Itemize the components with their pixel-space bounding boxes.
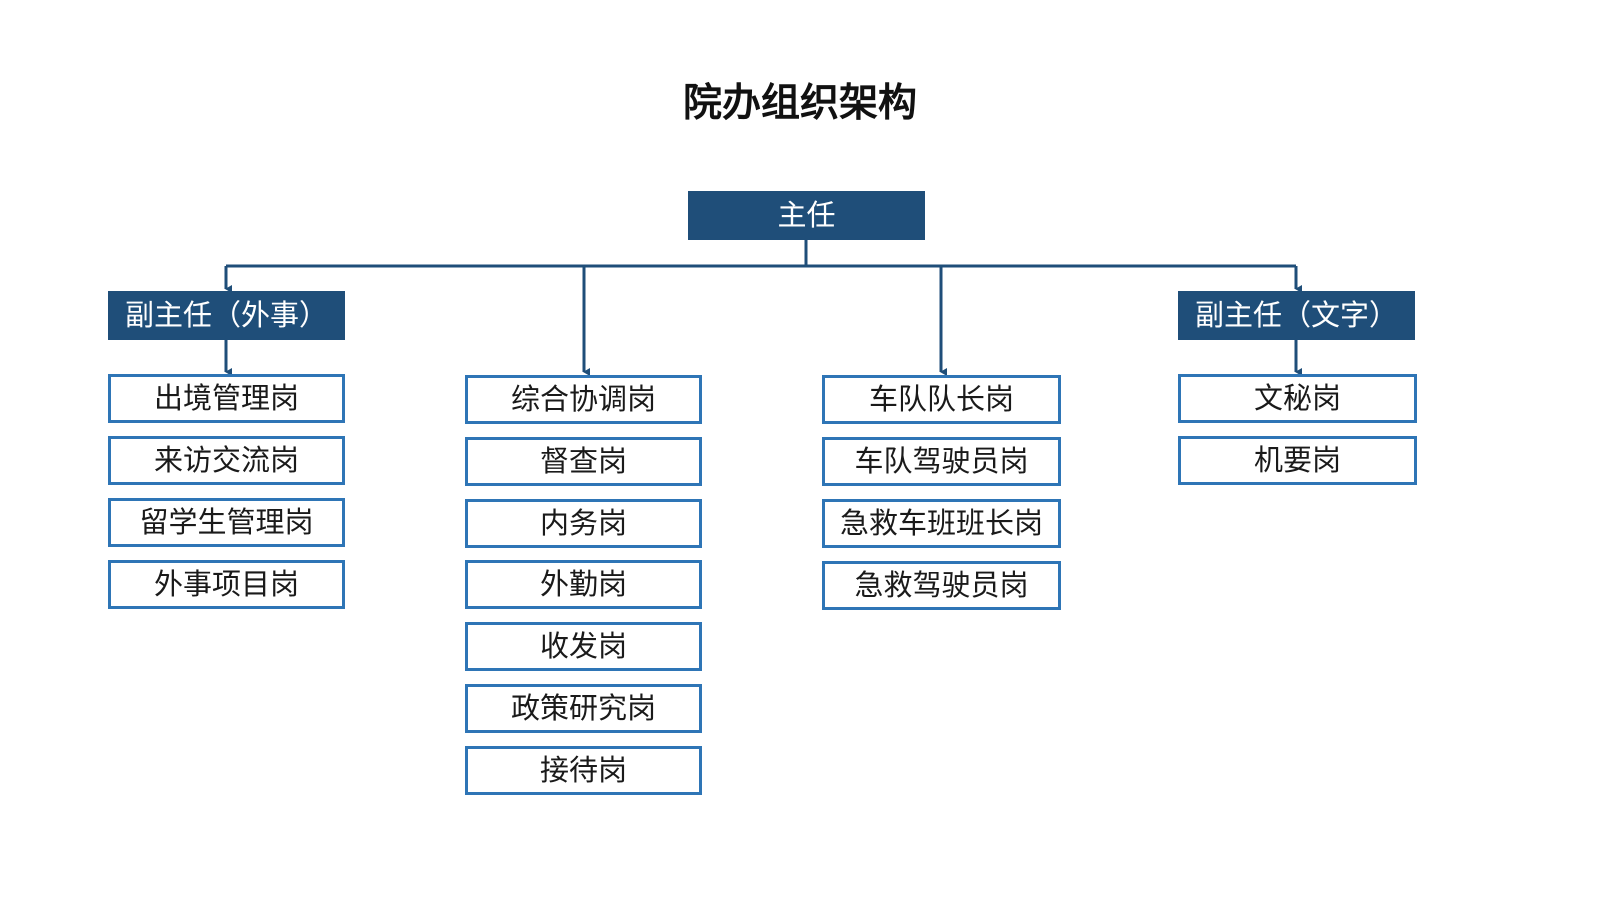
post-box-vehicle: 车队队长岗 bbox=[822, 375, 1061, 424]
deputy-writing-box: 副主任（文字） bbox=[1178, 291, 1415, 340]
post-box-writing: 文秘岗 bbox=[1178, 374, 1417, 423]
post-box-general: 督查岗 bbox=[465, 437, 702, 486]
post-box-general: 综合协调岗 bbox=[465, 375, 702, 424]
post-box-foreign: 出境管理岗 bbox=[108, 374, 345, 423]
chart-title: 院办组织架构 bbox=[682, 81, 917, 126]
post-box-general: 外勤岗 bbox=[465, 560, 702, 609]
post-box-vehicle: 车队驾驶员岗 bbox=[822, 437, 1061, 486]
post-box-vehicle: 急救车班班长岗 bbox=[822, 499, 1061, 548]
post-box-general: 接待岗 bbox=[465, 746, 702, 795]
post-box-general: 政策研究岗 bbox=[465, 684, 702, 733]
post-box-foreign: 来访交流岗 bbox=[108, 436, 345, 485]
post-box-foreign: 留学生管理岗 bbox=[108, 498, 345, 547]
post-box-vehicle: 急救驾驶员岗 bbox=[822, 561, 1061, 610]
root-box-director: 主任 bbox=[688, 191, 925, 240]
post-box-general: 收发岗 bbox=[465, 622, 702, 671]
deputy-foreign-box: 副主任（外事） bbox=[108, 291, 345, 340]
post-box-writing: 机要岗 bbox=[1178, 436, 1417, 485]
post-box-general: 内务岗 bbox=[465, 499, 702, 548]
post-box-foreign: 外事项目岗 bbox=[108, 560, 345, 609]
